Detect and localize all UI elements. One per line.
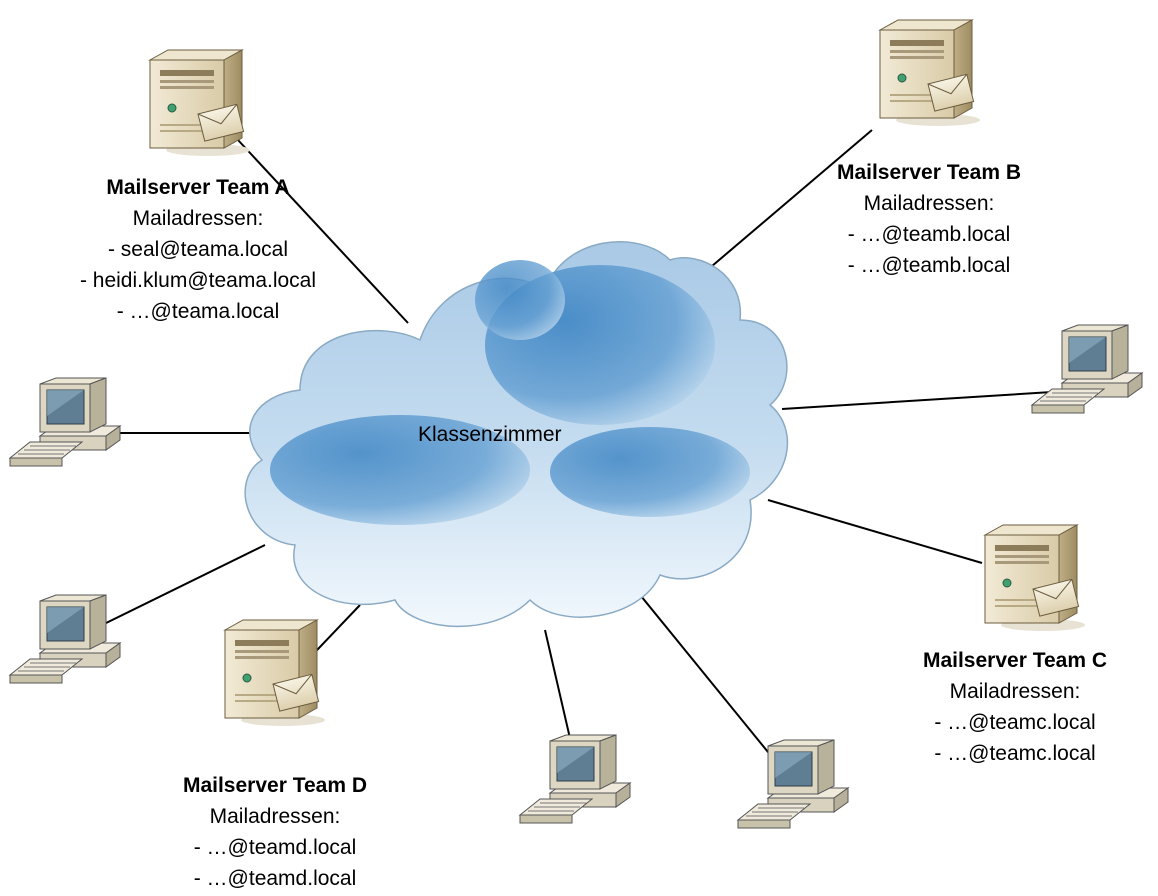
cloud-puff-3 xyxy=(550,427,750,517)
server-d-address-1: - …@teamd.local xyxy=(193,836,357,859)
server-a-address-1: - seal@teama.local xyxy=(107,238,289,261)
link-server-b xyxy=(704,129,873,273)
link-server-a xyxy=(237,139,409,324)
pc-left-2-icon xyxy=(9,594,121,684)
cloud xyxy=(244,241,789,627)
server-b-address-2: - …@teamb.local xyxy=(847,254,1011,277)
server-a-address-2: - heidi.klum@teama.local xyxy=(79,269,317,292)
server-d-title: Mailserver Team D xyxy=(182,774,368,797)
server-b-icon xyxy=(879,19,981,127)
server-b-address-1: - …@teamb.local xyxy=(847,223,1011,246)
server-a-label: Mailserver Team A Mailadressen: - seal@t… xyxy=(28,172,368,327)
server-d-label: Mailserver Team D Mailadressen: - …@team… xyxy=(140,770,410,894)
pc-bottom-2-icon xyxy=(737,739,849,829)
server-c-address-2: - …@teamc.local xyxy=(934,742,1096,765)
cloud-puff-2 xyxy=(270,415,530,525)
server-d-address-2: - …@teamd.local xyxy=(193,867,357,890)
server-d-subtitle: Mailadressen: xyxy=(209,805,341,828)
server-c-label: Mailserver Team C Mailadressen: - …@team… xyxy=(880,645,1150,769)
link-pc-right xyxy=(781,391,1053,410)
link-pc-bottom-1 xyxy=(544,629,573,748)
server-b-title: Mailserver Team B xyxy=(836,161,1022,184)
server-c-subtitle: Mailadressen: xyxy=(949,680,1081,703)
server-a-icon xyxy=(149,49,251,157)
server-a-title: Mailserver Team A xyxy=(106,176,290,199)
server-c-address-1: - …@teamc.local xyxy=(934,711,1096,734)
connection-lines xyxy=(101,129,1053,774)
pc-right-icon xyxy=(1031,324,1143,414)
pc-left-1-icon xyxy=(9,377,121,467)
link-pc-bottom-2 xyxy=(627,579,786,774)
server-d-icon xyxy=(224,619,326,727)
server-b-subtitle: Mailadressen: xyxy=(863,192,995,215)
link-pc-left-2 xyxy=(101,544,266,626)
cloud-puff-4 xyxy=(475,260,565,340)
link-server-c xyxy=(767,499,983,564)
server-c-title: Mailserver Team C xyxy=(922,649,1108,672)
cloud-label: Klassenzimmer xyxy=(418,423,562,446)
server-a-address-3: - …@teama.local xyxy=(116,300,280,323)
pc-bottom-1-icon xyxy=(519,734,631,824)
server-b-label: Mailserver Team B Mailadressen: - …@team… xyxy=(774,157,1084,281)
server-c-icon xyxy=(984,524,1086,632)
server-a-subtitle: Mailadressen: xyxy=(132,207,264,230)
